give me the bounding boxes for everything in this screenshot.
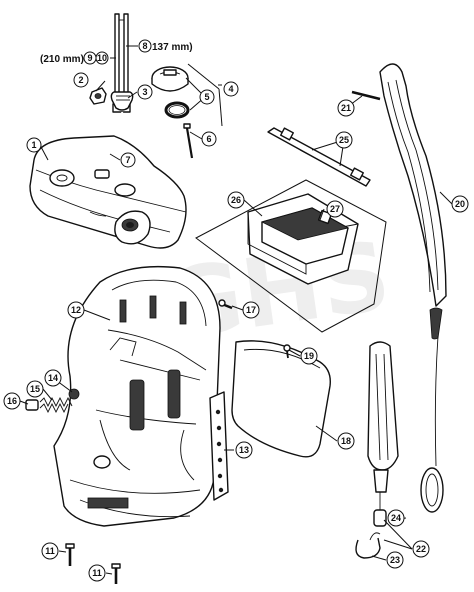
dimension-label-210mm: (210 mm) [40, 54, 84, 65]
callout-27: 27 [330, 204, 340, 214]
callout-9: 9 [87, 53, 92, 63]
callout-3: 3 [142, 87, 147, 97]
callout-15: 15 [30, 384, 40, 394]
hip-pad [209, 391, 229, 501]
screw-6 [183, 123, 194, 159]
callout-23: 23 [390, 555, 400, 565]
screw-17 [218, 299, 233, 310]
nut-part [89, 87, 107, 105]
callout-19: 19 [304, 351, 314, 361]
callout-20: 20 [455, 199, 465, 209]
tank [29, 135, 187, 249]
callout-24: 24 [391, 513, 401, 523]
callout-16: 16 [7, 396, 17, 406]
callout-bubbles: 1 2 3 4 5 6 7 11 11 12 13 14 15 16 17 18 [3, 72, 469, 582]
callout-5: 5 [204, 92, 209, 102]
callout-4: 4 [228, 84, 233, 94]
callout-18: 18 [341, 436, 351, 446]
pin-21 [351, 90, 381, 101]
carrying-frame [53, 265, 221, 527]
callout-8: 8 [142, 41, 147, 51]
spring-assembly [25, 388, 80, 414]
box-assembly-panel [195, 179, 387, 333]
callout-2: 2 [78, 75, 83, 85]
callout-1: 1 [31, 140, 36, 150]
callout-14: 14 [48, 373, 58, 383]
callout-11-lower: 11 [92, 568, 102, 578]
dimension-left: (210 mm) 9 10 [40, 51, 109, 65]
callout-10: 10 [97, 53, 107, 63]
callout-26: 26 [231, 195, 241, 205]
callout-7: 7 [125, 155, 130, 165]
screw-11a [65, 543, 75, 566]
hose [121, 111, 142, 153]
callout-6: 6 [206, 134, 211, 144]
dimension-right: 8 137 mm) [138, 39, 193, 53]
shoulder-strap [379, 63, 447, 513]
callout-12: 12 [71, 305, 81, 315]
dimension-label-137mm: 137 mm) [152, 42, 193, 53]
callout-11-upper: 11 [45, 546, 55, 556]
waist-strap [355, 341, 399, 559]
screw-19 [283, 344, 291, 359]
callout-25: 25 [339, 135, 349, 145]
screw-11b [111, 563, 121, 584]
callout-21: 21 [341, 103, 351, 113]
callout-13: 13 [239, 445, 249, 455]
tank-cap [151, 66, 189, 92]
o-ring [164, 101, 190, 119]
bracket-25 [267, 127, 371, 187]
callout-22: 22 [416, 544, 426, 554]
callout-17: 17 [246, 305, 256, 315]
